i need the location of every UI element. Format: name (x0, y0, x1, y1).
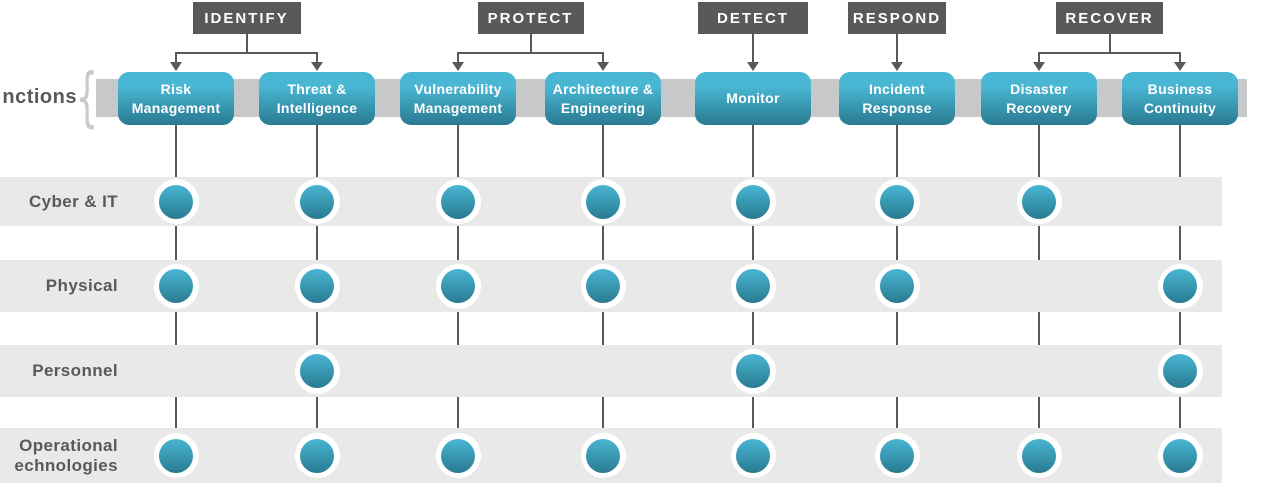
matrix-dot-fill (880, 269, 914, 303)
matrix-dot (435, 179, 481, 224)
matrix-dot (580, 433, 626, 478)
matrix-dot-fill (880, 184, 914, 219)
phase-connector-stem (529, 34, 532, 54)
row-label-operational-echnologies: Operational echnologies (14, 435, 118, 475)
matrix-dot-fill (736, 184, 770, 219)
function-box-threat-intelligence: Threat & Intelligence (259, 72, 375, 125)
matrix-dot (730, 263, 776, 309)
arrow-down-icon (311, 62, 323, 71)
phase-label-detect: DETECT (698, 2, 808, 34)
matrix-dot-fill (736, 354, 770, 388)
arrow-down-icon (597, 62, 609, 71)
arrow-down-icon (747, 62, 759, 71)
phase-connector-stem (245, 34, 248, 54)
phase-connector-stem (752, 34, 754, 62)
arrow-down-icon (1174, 62, 1186, 71)
phase-connector-drop (602, 52, 604, 62)
matrix-dot-fill (300, 269, 334, 303)
matrix-dot (874, 433, 920, 478)
matrix-dot (153, 263, 199, 309)
phase-label-recover: RECOVER (1056, 2, 1163, 34)
matrix-dot (435, 263, 481, 309)
arrow-down-icon (452, 62, 464, 71)
phase-connector-stem (1108, 34, 1111, 54)
phase-connector-drop (316, 52, 318, 62)
matrix-dot-fill (586, 438, 620, 473)
matrix-dot (1157, 433, 1203, 478)
function-box-incident-response: Incident Response (839, 72, 955, 125)
matrix-dot (1016, 179, 1062, 224)
matrix-dot (294, 179, 340, 224)
matrix-dot (435, 433, 481, 478)
matrix-dot (730, 348, 776, 394)
phase-connector-stem (896, 34, 898, 62)
matrix-dot-fill (159, 269, 193, 303)
phase-label-respond: RESPOND (848, 2, 946, 34)
matrix-dot (730, 433, 776, 478)
phase-connector-branch (457, 52, 604, 54)
matrix-dot-fill (736, 269, 770, 303)
function-box-disaster-recovery: Disaster Recovery (981, 72, 1097, 125)
arrow-down-icon (891, 62, 903, 71)
phase-connector-drop (175, 52, 177, 62)
phase-connector-branch (1038, 52, 1181, 54)
row-label-cyber-it: Cyber & IT (28, 191, 118, 211)
phase-connector-drop (1179, 52, 1181, 62)
matrix-dot (1157, 263, 1203, 309)
matrix-dot-fill (586, 269, 620, 303)
phase-connector-drop (457, 52, 459, 62)
phase-label-protect: PROTECT (477, 2, 584, 34)
matrix-dot-fill (441, 438, 475, 473)
matrix-dot (580, 179, 626, 224)
row-band-personnel (0, 345, 1222, 397)
matrix-dot (153, 179, 199, 224)
matrix-dot-fill (586, 184, 620, 219)
matrix-dot-fill (1163, 438, 1197, 473)
matrix-dot-fill (300, 184, 334, 219)
matrix-dot-fill (880, 438, 914, 473)
row-label-physical: Physical (45, 276, 118, 296)
function-box-risk-management: Risk Management (118, 72, 234, 125)
matrix-dot-fill (441, 184, 475, 219)
matrix-dot (580, 263, 626, 309)
matrix-dot (294, 348, 340, 394)
brace-icon: { (75, 61, 99, 135)
matrix-dot (294, 263, 340, 309)
phase-label-identify: IDENTIFY (192, 2, 301, 34)
matrix-dot-fill (300, 354, 334, 388)
function-box-business-continuity: Business Continuity (1122, 72, 1238, 125)
function-box-vulnerability-management: Vulnerability Management (400, 72, 516, 125)
function-box-monitor: Monitor (695, 72, 811, 125)
matrix-dot-fill (1163, 354, 1197, 388)
arrow-down-icon (170, 62, 182, 71)
matrix-dot-fill (1163, 269, 1197, 303)
matrix-dot (1157, 348, 1203, 394)
matrix-dot-fill (1022, 438, 1056, 473)
matrix-dot (1016, 433, 1062, 478)
row-label-personnel: Personnel (32, 361, 118, 381)
matrix-dot-fill (300, 438, 334, 473)
matrix-dot-fill (159, 184, 193, 219)
phase-connector-branch (175, 52, 318, 54)
matrix-dot-fill (1022, 184, 1056, 219)
arrow-down-icon (1033, 62, 1045, 71)
matrix-dot (730, 179, 776, 224)
phase-connector-drop (1038, 52, 1040, 62)
functions-axis-label: nctions (2, 86, 77, 108)
function-box-architecture-engineering: Architecture & Engineering (545, 72, 661, 125)
matrix-dot (874, 179, 920, 224)
matrix-dot (294, 433, 340, 478)
matrix-dot-fill (441, 269, 475, 303)
matrix-dot (153, 433, 199, 478)
matrix-dot-fill (736, 438, 770, 473)
matrix-dot-fill (159, 438, 193, 473)
matrix-dot (874, 263, 920, 309)
